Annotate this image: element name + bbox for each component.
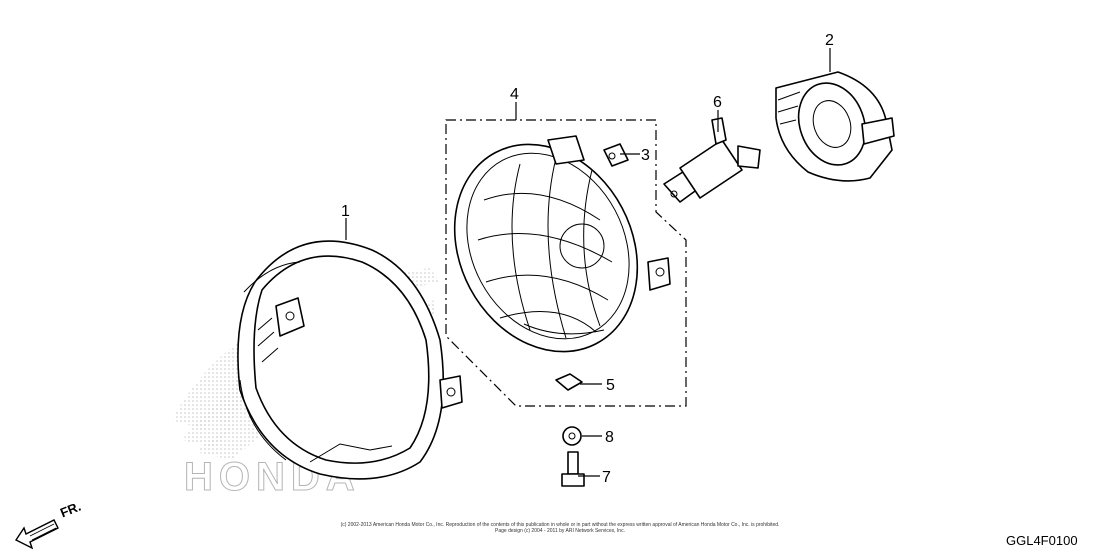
part-6-headlight-bulb[interactable] [663, 117, 761, 203]
copyright-line-2: Page design (c) 2004 - 2011 by ARI Netwo… [495, 528, 625, 534]
callout-5[interactable]: 5 [606, 377, 615, 394]
callout-2[interactable]: 2 [825, 32, 834, 49]
part-4-assembly-frame [445, 119, 687, 407]
part-4-headlight-unit[interactable] [419, 112, 672, 383]
copyright-notice: (c) 2002-2013 American Honda Motor Co., … [300, 522, 820, 534]
callout-6[interactable]: 6 [713, 94, 722, 111]
part-7-screw[interactable] [561, 451, 585, 487]
part-3-clip[interactable] [603, 143, 629, 167]
callout-8[interactable]: 8 [605, 429, 614, 446]
copyright-line-1: (c) 2002-2013 American Honda Motor Co., … [340, 522, 780, 528]
part-8-washer[interactable] [562, 426, 582, 446]
callout-1[interactable]: 1 [341, 203, 350, 220]
callout-3[interactable]: 3 [641, 147, 650, 164]
diagram-code: GGL4F0100 [1006, 533, 1078, 548]
part-5-nut[interactable] [555, 373, 583, 391]
part-1-headlight-case[interactable] [237, 240, 463, 480]
front-arrow-icon [14, 519, 59, 550]
callout-4[interactable]: 4 [510, 86, 519, 103]
callout-7[interactable]: 7 [602, 469, 611, 486]
part-2-socket-cover[interactable] [775, 71, 895, 182]
